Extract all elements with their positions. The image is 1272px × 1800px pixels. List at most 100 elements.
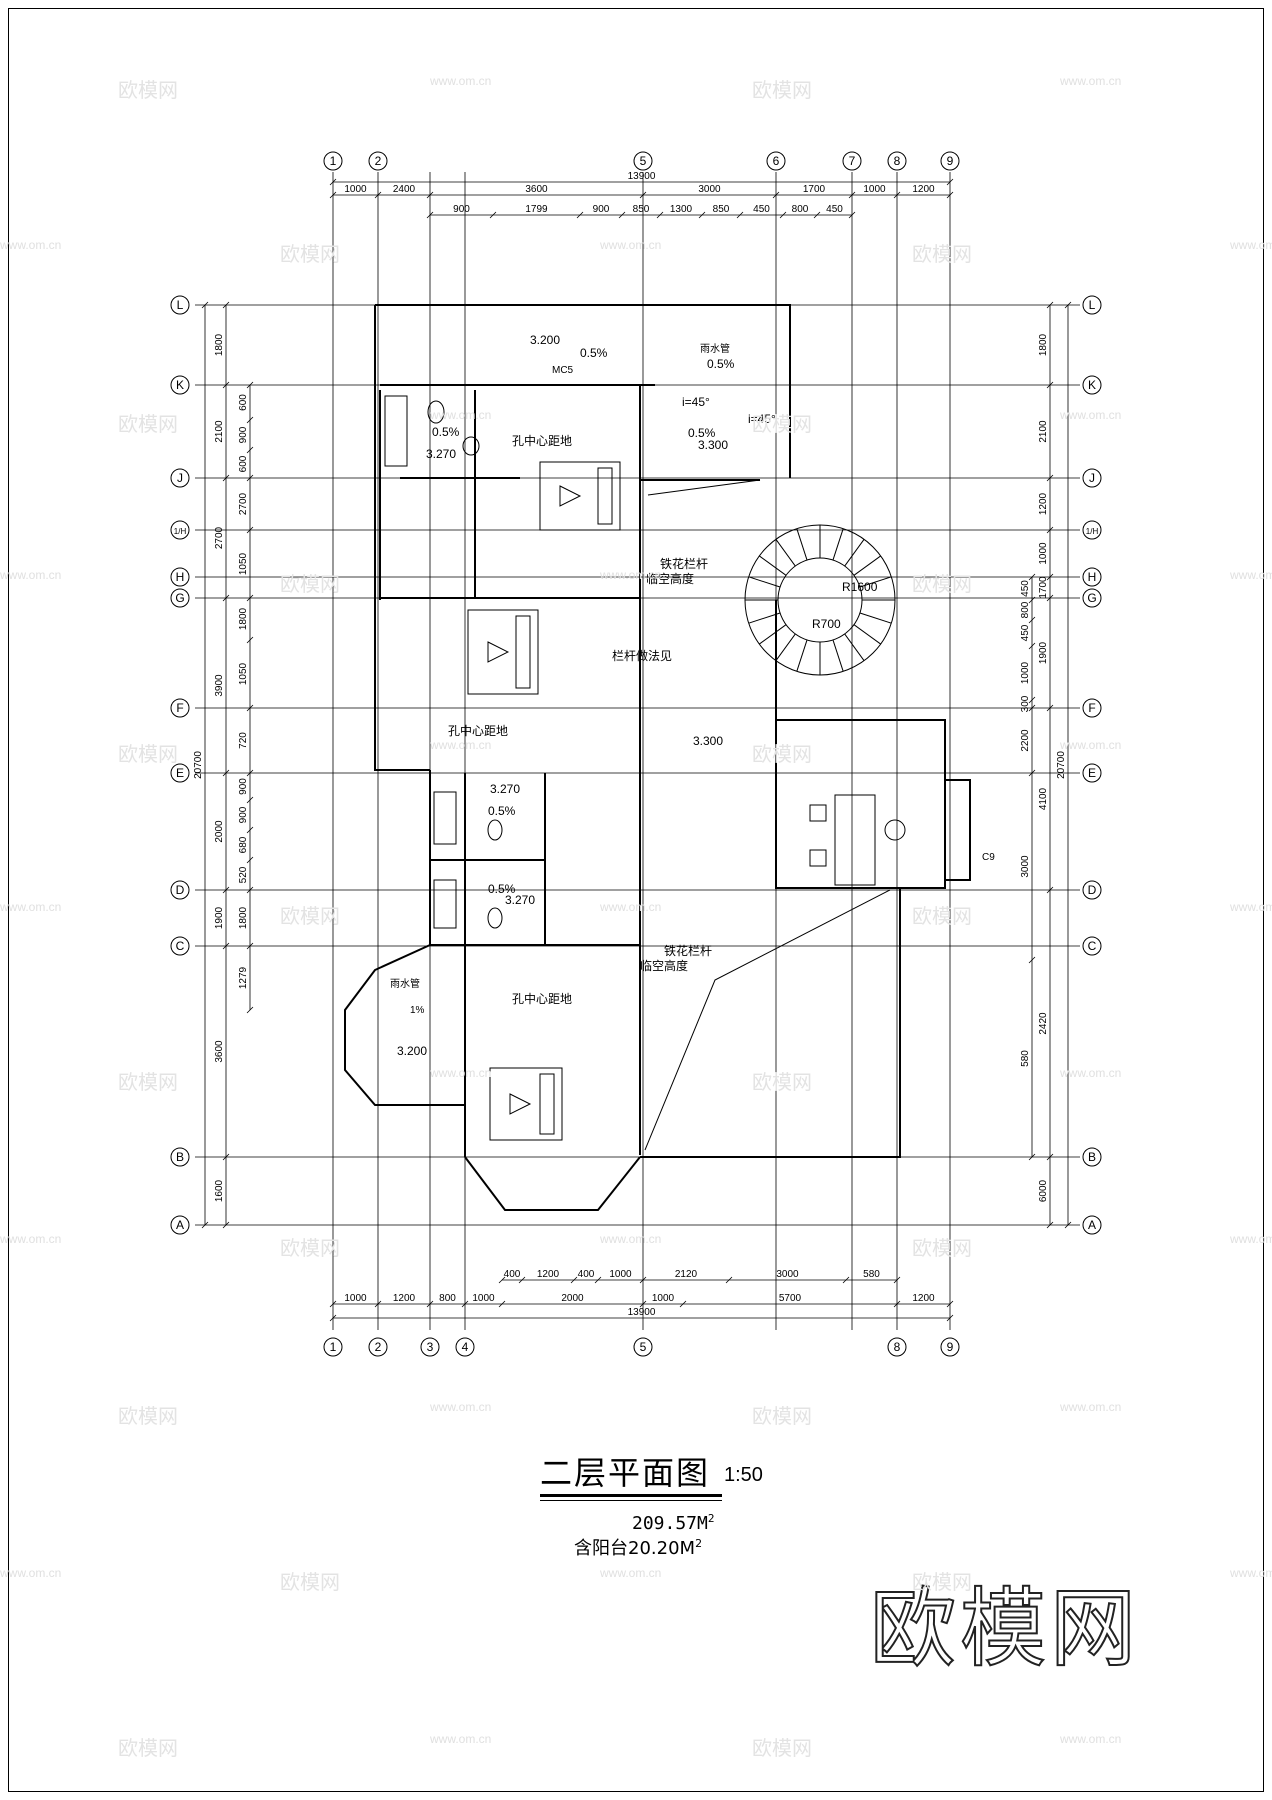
bathroom-fixtures xyxy=(384,395,503,929)
watermark-url: www.om.cn xyxy=(600,1566,662,1580)
chair xyxy=(809,849,827,867)
left-dim-row2-label: 720 xyxy=(238,732,249,749)
right-dim-total-tick xyxy=(1064,1221,1072,1229)
top-dim-row2-label: 850 xyxy=(713,204,730,215)
plan-note: 1% xyxy=(410,1005,425,1016)
title-underline xyxy=(540,1494,722,1497)
bottom-dim-row2-tick xyxy=(842,1276,850,1284)
axis-bubble: C xyxy=(1082,936,1102,956)
bottom-dim-row1-label: 5700 xyxy=(779,1293,802,1304)
axis-bubble-circle xyxy=(170,567,190,587)
axis-bubble-circle xyxy=(170,763,190,783)
axis-bubble: 1/H xyxy=(170,520,190,540)
left-dim-row2-label: 1050 xyxy=(238,552,249,575)
right-dim-row2-label: 580 xyxy=(1020,1050,1031,1067)
plan-note: 栏杆做法见 xyxy=(612,648,672,663)
axis-bubble: C xyxy=(170,936,190,956)
stair-tread xyxy=(832,639,844,672)
axis-bubble-label: C xyxy=(1088,939,1097,953)
axis-bubble-label: A xyxy=(1088,1218,1096,1232)
axis-bubble: K xyxy=(1082,375,1102,395)
axis-bubble: L xyxy=(1082,295,1102,315)
axis-bubble: F xyxy=(170,698,190,718)
bottom-dim-row1-tick xyxy=(498,1300,506,1308)
left-dim-row2-tick xyxy=(246,704,254,712)
bottom-dim-row2-tick xyxy=(518,1276,526,1284)
watermark-url: www.om.cn xyxy=(430,738,492,752)
wall-segment xyxy=(375,304,791,478)
bottom-dim-row2-label: 1000 xyxy=(609,1269,632,1280)
plan-note: 0.5% xyxy=(580,346,608,360)
watermark-url: www.om.cn xyxy=(1230,900,1272,914)
right-dim-row1-tick xyxy=(1046,886,1054,894)
plan-note: 孔中心距地 xyxy=(512,433,572,448)
left-dim-row2-tick xyxy=(246,474,254,482)
top-dim-row2-tick xyxy=(426,211,434,219)
right-dim-row1-tick xyxy=(1046,704,1054,712)
watermark-url: www.om.cn xyxy=(1230,238,1272,252)
watermark-url: www.om.cn xyxy=(1230,1232,1272,1246)
bottom-dim-row2-tick xyxy=(725,1276,733,1284)
axis-bubble: 2 xyxy=(368,1337,388,1357)
axis-bubble: 8 xyxy=(887,151,907,171)
left-dim-row2-tick xyxy=(246,636,254,644)
bottom-dim-row2-label: 400 xyxy=(504,1269,521,1280)
axis-bubble: H xyxy=(170,567,190,587)
axis-grid xyxy=(195,172,1080,1330)
brand-logo: 欧模网 xyxy=(869,1578,1140,1680)
bottom-dim-row1-label: 1000 xyxy=(344,1293,367,1304)
bottom-dim-row1-tick xyxy=(679,1300,687,1308)
bathtub xyxy=(433,791,457,845)
bathtub xyxy=(384,395,408,467)
axis-bubble-label: D xyxy=(1088,883,1097,897)
axis-bubble-label: J xyxy=(177,471,183,485)
stair-tread xyxy=(853,624,881,645)
bottom-dim-row2-tick xyxy=(893,1276,901,1284)
right-dim-row1-label: 1200 xyxy=(1038,492,1049,515)
watermark-text: 欧模网 xyxy=(118,742,178,766)
left-dim-row1-label: 2700 xyxy=(214,526,225,549)
right-dim-row2-label: 300 xyxy=(1020,695,1031,712)
axis-bubble-circle xyxy=(1082,468,1102,488)
axis-bubble-circle xyxy=(842,151,862,171)
left-dim-row2-tick xyxy=(246,416,254,424)
washbasin xyxy=(462,436,480,456)
left-dim-total-tick xyxy=(201,1221,209,1229)
axis-bubble-circle xyxy=(887,151,907,171)
bottom-dim-row1-tick xyxy=(639,1300,647,1308)
right-dim-row1-tick xyxy=(1046,594,1054,602)
axis-bubble: A xyxy=(170,1215,190,1235)
top-dim-row2-tick xyxy=(656,211,664,219)
axis-bubble-label: 5 xyxy=(640,1340,647,1354)
stair-tread xyxy=(859,612,892,624)
axis-bubble-circle xyxy=(1082,375,1102,395)
axis-bubble-label: 2 xyxy=(375,154,382,168)
watermark-url: www.om.cn xyxy=(1060,1400,1122,1414)
left-dim-row2-label: 1050 xyxy=(238,662,249,685)
left-dim-row2-label: 1800 xyxy=(238,906,249,929)
spiral-staircase xyxy=(744,524,896,676)
bottom-dim-row1-tick xyxy=(329,1300,337,1308)
axis-bubble-label: 8 xyxy=(894,154,901,168)
axis-bubble-label: G xyxy=(175,591,184,605)
top-dim-row2-label: 450 xyxy=(753,204,770,215)
axis-bubble-circle xyxy=(766,151,786,171)
left-dim-row2-tick xyxy=(246,796,254,804)
top-dim-row2-label: 800 xyxy=(792,204,809,215)
left-dim-row2-tick xyxy=(246,942,254,950)
plan-note: MC5 xyxy=(552,365,574,376)
left-dim-row2-tick xyxy=(246,594,254,602)
stair-tread xyxy=(775,539,796,567)
axis-bubble-label: 9 xyxy=(947,154,954,168)
walls xyxy=(344,304,971,1211)
watermark-url: www.om.cn xyxy=(0,1232,62,1246)
left-dim-row1-tick xyxy=(222,769,230,777)
axis-bubble: H xyxy=(1082,567,1102,587)
axis-bubble-label: 8 xyxy=(894,1340,901,1354)
top-dim-row2-label: 900 xyxy=(593,204,610,215)
right-dim-row2-tick xyxy=(1028,956,1036,964)
axis-bubble: 3 xyxy=(420,1337,440,1357)
bottom-dim-total-label: 13900 xyxy=(628,1307,656,1318)
top-dim-row2-label: 850 xyxy=(633,204,650,215)
watermark-text: 欧模网 xyxy=(118,1736,178,1760)
